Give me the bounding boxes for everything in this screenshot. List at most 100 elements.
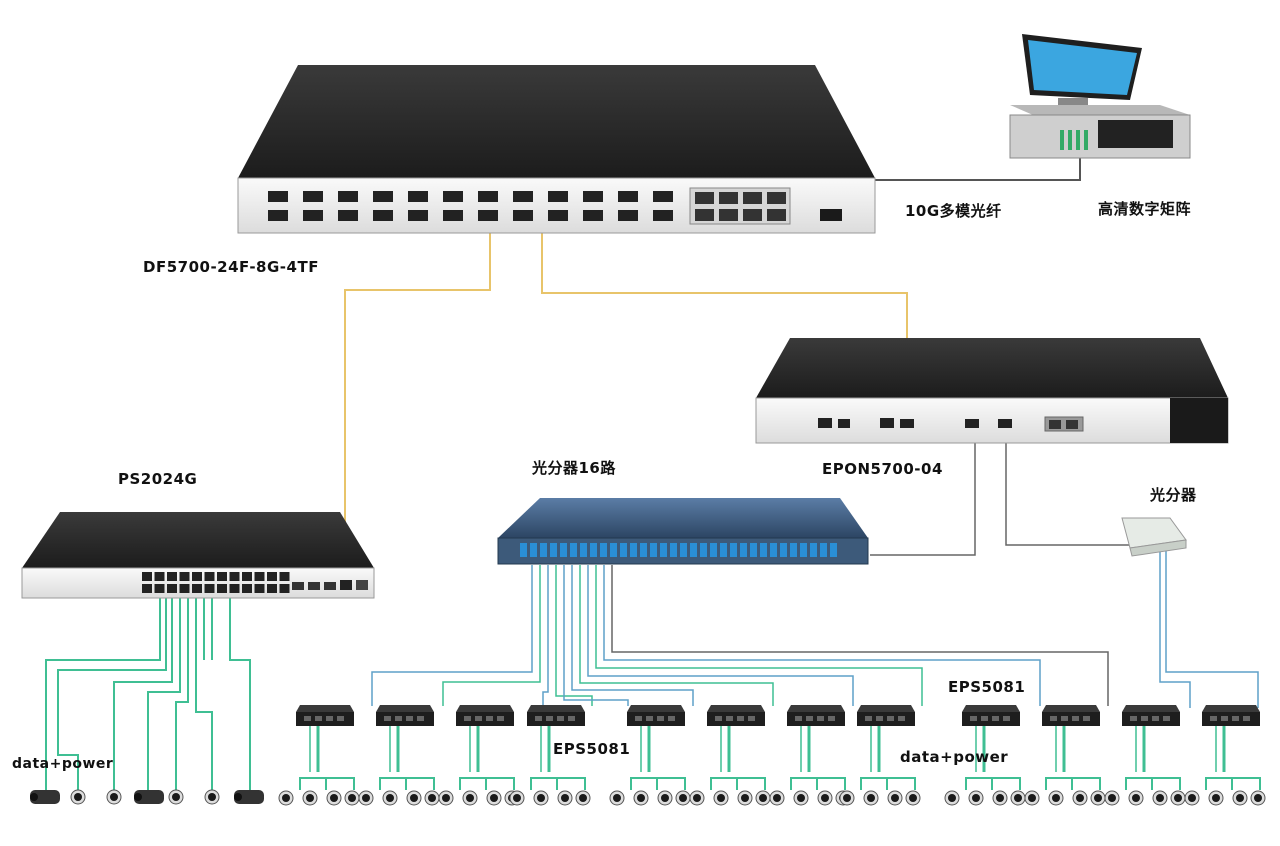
fiber-port (630, 543, 637, 557)
camera-icon (575, 790, 591, 806)
fiber-port (730, 543, 737, 557)
sfp-port (324, 582, 336, 590)
rj45-port (167, 584, 177, 593)
fiber-port (750, 543, 757, 557)
olt-label: EPON5700-04 (822, 460, 943, 478)
camera-icon (382, 790, 398, 806)
computer-icon (1009, 34, 1191, 159)
splitter16-ports (520, 543, 837, 557)
camera-icon (968, 790, 984, 806)
camera-icon (1208, 790, 1224, 806)
camera-icon (737, 790, 753, 806)
olt-device (755, 338, 1229, 444)
sfp-port (408, 210, 428, 221)
camera-icon (1128, 790, 1144, 806)
rj45-port (279, 584, 290, 593)
sfp-port (443, 210, 463, 221)
sfp-port (303, 191, 323, 202)
rj45-port (142, 572, 152, 581)
onu-device-icon (857, 705, 916, 790)
poe-switch-label: PS2024G (118, 470, 198, 488)
rj45-port (217, 572, 227, 581)
sfp-port (443, 191, 463, 202)
splitter-to-onu-11 (1159, 548, 1191, 708)
matrix-label: 高清数字矩阵 (1098, 200, 1192, 218)
fiber-port (720, 543, 727, 557)
fiber-port (700, 543, 707, 557)
fiber-port (590, 543, 597, 557)
camera-icon (278, 790, 294, 806)
camera-icon (30, 790, 60, 804)
sfp-port (308, 582, 320, 590)
fiber-port (580, 543, 587, 557)
fiber-port (740, 543, 747, 557)
data-power-label-left: data+power (12, 756, 114, 772)
fiber-port (680, 543, 687, 557)
sfp-port (303, 210, 323, 221)
sfp-port (338, 191, 358, 202)
rj45-port (719, 192, 738, 204)
sfp-port (268, 210, 288, 221)
camera-icon (326, 790, 342, 806)
onu-device-icon (787, 705, 846, 790)
sfp-port (373, 210, 393, 221)
sfp-port (548, 210, 568, 221)
camera-icon (1024, 790, 1040, 806)
fiber-port (770, 543, 777, 557)
cameras (30, 789, 1266, 806)
camera-icon (689, 790, 705, 806)
onu-device-icon (456, 705, 515, 790)
splitter16-device (497, 498, 869, 565)
onu-device-icon (296, 705, 355, 790)
fiber-port (660, 543, 667, 557)
poe-drops (45, 592, 251, 790)
camera-icon (234, 790, 264, 804)
fiber-port (710, 543, 717, 557)
sfp-port (583, 191, 603, 202)
camera-icon (1090, 790, 1106, 806)
camera-icon (344, 790, 360, 806)
sfp-port (583, 210, 603, 221)
rj45-port (192, 572, 202, 581)
rj45-port (267, 572, 277, 581)
camera-icon (839, 790, 855, 806)
camera-icon (755, 790, 771, 806)
splitter-to-onu-12 (1165, 548, 1259, 708)
rj45-port (695, 192, 714, 204)
camera-icon (106, 789, 122, 805)
rj45-port (279, 572, 290, 581)
splitter-label: 光分器 (1150, 486, 1197, 504)
rj45-port (229, 584, 240, 593)
sfp-port (373, 191, 393, 202)
onu-label-right: EPS5081 (948, 678, 1026, 696)
rj45-port (743, 209, 762, 221)
rj45-port (154, 584, 165, 593)
fiber-port (620, 543, 627, 557)
camera-icon (557, 790, 573, 806)
camera-icon (509, 790, 525, 806)
camera-icon (302, 790, 318, 806)
fiber-port (830, 543, 837, 557)
rj45-port (179, 584, 190, 593)
server-slot (1060, 130, 1064, 150)
camera-icon (793, 790, 809, 806)
server-slot (1068, 130, 1072, 150)
uplink-label: 10G多模光纤 (905, 202, 1002, 220)
fiber-port (640, 543, 647, 557)
poe-switch (21, 512, 375, 599)
camera-icon (863, 790, 879, 806)
camera-icon (817, 790, 833, 806)
camera-icon (609, 790, 625, 806)
camera-icon (1010, 790, 1026, 806)
camera-icon (675, 790, 691, 806)
onu-device-icon (527, 705, 586, 790)
core-switch (237, 65, 876, 234)
data-power-label-right: data+power (900, 748, 1009, 766)
cables (45, 145, 1259, 790)
rj45-port (254, 584, 265, 593)
sfp-port (618, 191, 638, 202)
camera-icon (944, 790, 960, 806)
sfp-port (653, 191, 673, 202)
sfp-port (292, 582, 304, 590)
camera-icon (1184, 790, 1200, 806)
